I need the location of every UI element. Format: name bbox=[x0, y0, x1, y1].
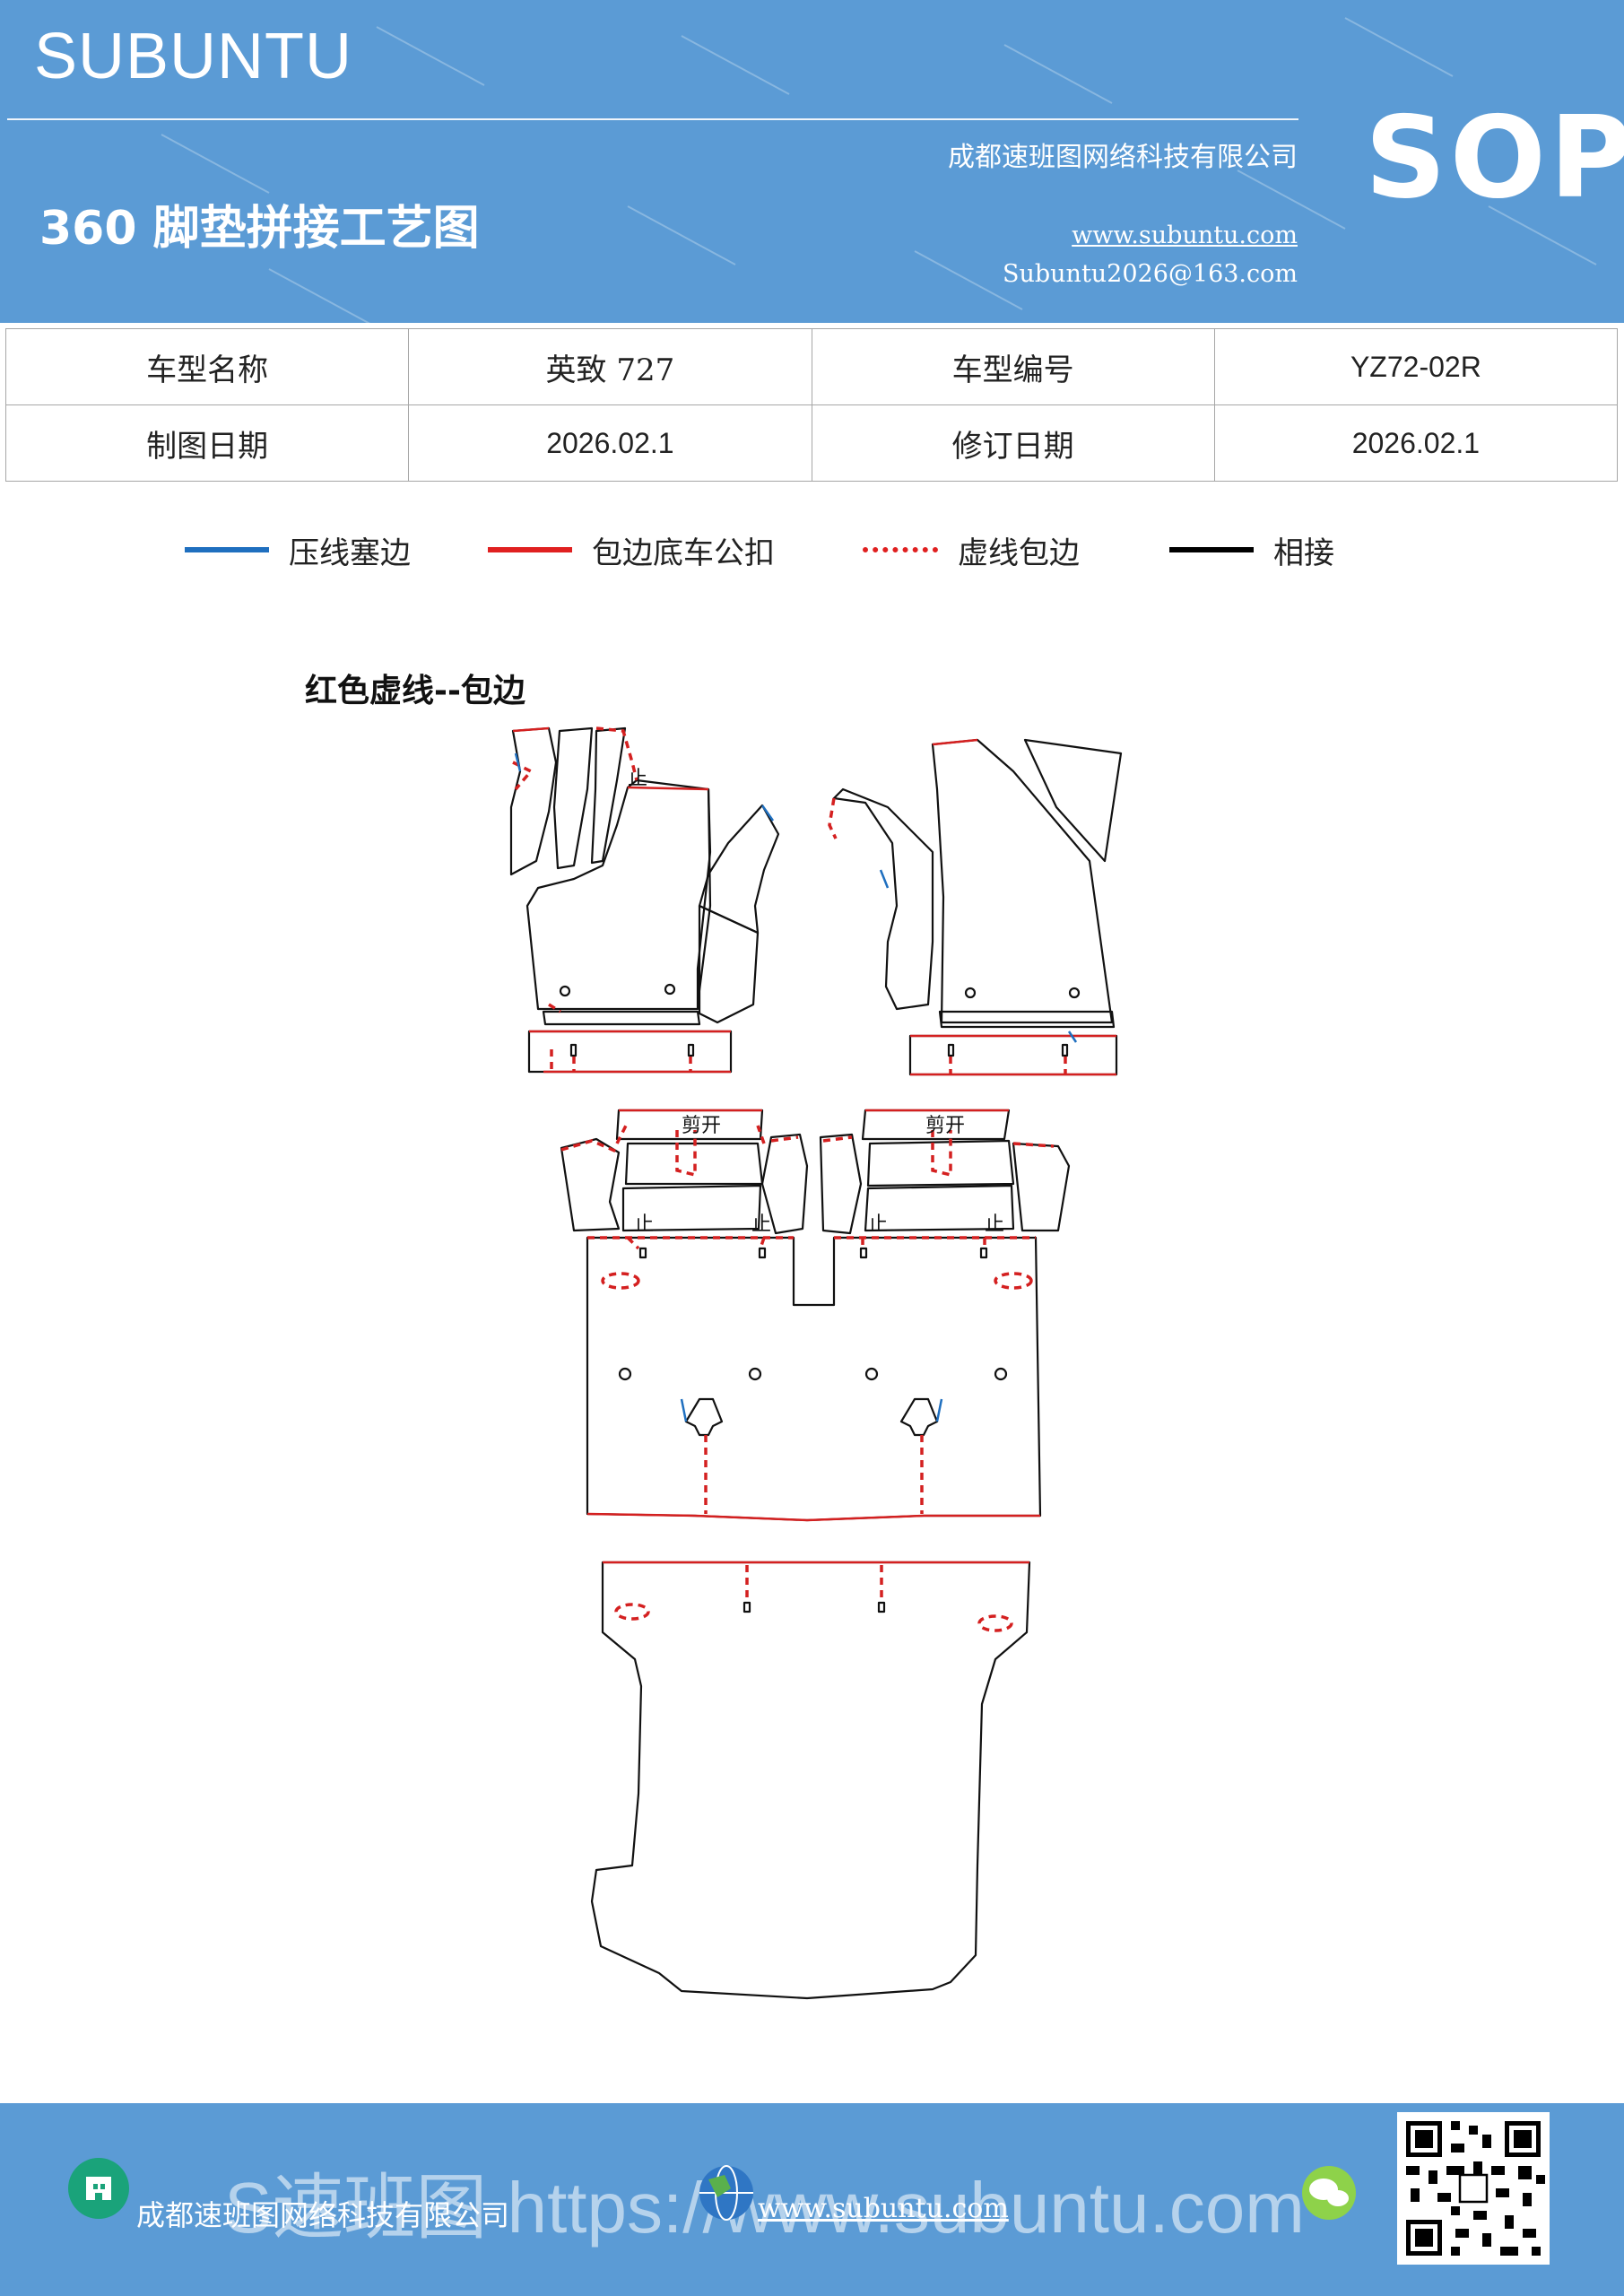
model-name-value: 英致 727 bbox=[408, 328, 812, 405]
stop-label: 止 bbox=[634, 1213, 654, 1236]
legend-swatch-black bbox=[1169, 547, 1254, 552]
footer-website-link[interactable]: www.subuntu.com bbox=[758, 2193, 1009, 2224]
diagram-heading: 红色虚线--包边 bbox=[305, 673, 525, 709]
cut-label-left: 剪开 bbox=[682, 1115, 721, 1137]
footer-watermark: S速班图 https://www.subuntu.com bbox=[224, 2168, 1305, 2248]
building-icon bbox=[68, 2158, 129, 2219]
legend-label: 压线塞边 bbox=[289, 535, 411, 571]
legend-swatch-red bbox=[488, 547, 572, 552]
email-address: Subuntu2026@163.com bbox=[1003, 260, 1298, 288]
cut-label-right: 剪开 bbox=[925, 1115, 965, 1137]
sop-badge: SOP bbox=[1365, 91, 1624, 223]
brand-logo-text: SUBUNTU bbox=[34, 21, 353, 92]
page-header: SUBUNTU 360 脚垫拼接工艺图 成都速班图网络科技有限公司 www.su… bbox=[0, 0, 1624, 323]
table-row: 车型名称 英致 727 车型编号 YZ72-02R bbox=[4, 328, 1619, 405]
stop-label: 止 bbox=[751, 1213, 771, 1236]
floor-mat-diagram: 红色虚线--包边 bbox=[305, 673, 1123, 2000]
watermark-pattern bbox=[161, 17, 1597, 323]
wechat-icon bbox=[1302, 2166, 1356, 2220]
header-rule bbox=[7, 118, 1298, 120]
stop-label: 止 bbox=[985, 1213, 1004, 1236]
table-row: 制图日期 2026.02.1 修订日期 2026.02.1 bbox=[4, 404, 1619, 482]
page-footer: S速班图 https://www.subuntu.com 成都速班图网络科技有限… bbox=[0, 2103, 1624, 2296]
model-name-label: 车型名称 bbox=[4, 328, 410, 405]
draw-date-value: 2026.02.1 bbox=[408, 404, 812, 482]
legend-label: 包边底车公扣 bbox=[592, 535, 775, 571]
revise-date-value: 2026.02.1 bbox=[1213, 404, 1619, 482]
page-title: 360 脚垫拼接工艺图 bbox=[39, 202, 480, 256]
qr-code bbox=[1397, 2112, 1550, 2265]
legend-item-dashed-edge: 虚线包边 bbox=[863, 527, 1080, 572]
footer-company: 成都速班图网络科技有限公司 bbox=[136, 2198, 510, 2232]
footer-icons bbox=[68, 2158, 1356, 2221]
revise-date-label: 修订日期 bbox=[811, 404, 1215, 482]
company-name: 成都速班图网络科技有限公司 bbox=[948, 142, 1298, 173]
stop-label: 止 bbox=[628, 768, 647, 790]
website-link[interactable]: www.subuntu.com bbox=[1072, 222, 1298, 249]
legend-swatch-blue bbox=[185, 547, 269, 552]
legend-item-press-line: 压线塞边 bbox=[185, 527, 411, 572]
stop-label: 止 bbox=[868, 1213, 888, 1236]
legend-label: 虚线包边 bbox=[958, 535, 1080, 571]
legend-item-edge-buckle: 包边底车公扣 bbox=[488, 527, 775, 572]
model-code-label: 车型编号 bbox=[811, 328, 1215, 405]
globe-icon bbox=[699, 2165, 753, 2221]
legend-swatch-red-dashed bbox=[863, 547, 938, 552]
model-code-value: YZ72-02R bbox=[1213, 328, 1619, 405]
vehicle-info-table: 车型名称 英致 727 车型编号 YZ72-02R 制图日期 2026.02.1… bbox=[4, 328, 1619, 482]
legend-item-joint: 相接 bbox=[1169, 527, 1334, 572]
draw-date-label: 制图日期 bbox=[4, 404, 410, 482]
legend-label: 相接 bbox=[1273, 535, 1334, 571]
